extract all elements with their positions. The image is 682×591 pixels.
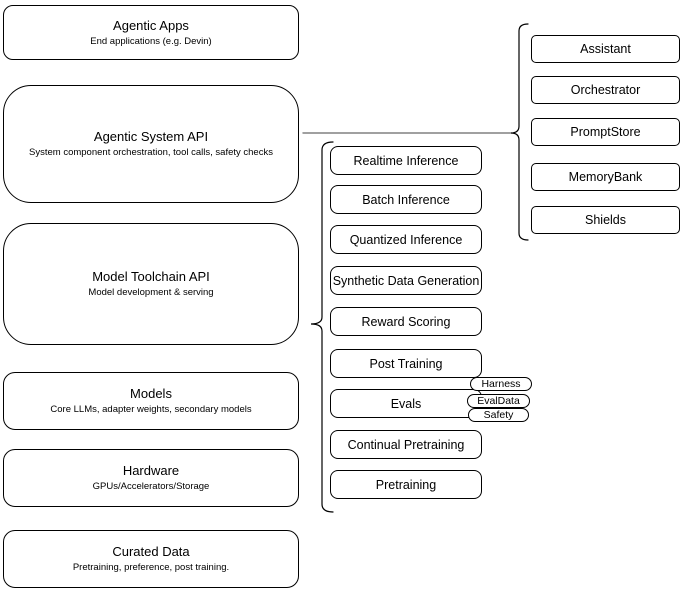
eval-tag-label: Harness [481, 378, 521, 390]
layer-box-models: Models Core LLMs, adapter weights, secon… [3, 372, 299, 430]
layer-box-model-toolchain-api: Model Toolchain API Model development & … [3, 223, 299, 345]
eval-tag-harness: Harness [470, 377, 532, 391]
component-label: Orchestrator [570, 83, 641, 97]
layer-subtitle: GPUs/Accelerators/Storage [92, 481, 210, 492]
component-box-shields: Shields [531, 206, 680, 234]
toolchain-label: Synthetic Data Generation [332, 273, 480, 288]
layer-title: Hardware [122, 463, 180, 478]
layer-subtitle: Core LLMs, adapter weights, secondary mo… [50, 404, 252, 415]
toolchain-box-synthetic-data-generation: Synthetic Data Generation [330, 266, 482, 295]
toolchain-label: Evals [390, 396, 422, 411]
toolchain-box-batch-inference: Batch Inference [330, 185, 482, 214]
toolchain-label: Quantized Inference [349, 232, 463, 247]
layer-title: Model Toolchain API [92, 269, 210, 284]
eval-tag-label: EvalData [477, 395, 520, 407]
layer-subtitle: End applications (e.g. Devin) [90, 35, 212, 47]
toolchain-label: Realtime Inference [353, 153, 459, 168]
component-label: Shields [585, 213, 626, 227]
layer-box-agentic-apps: Agentic Apps End applications (e.g. Devi… [3, 5, 299, 60]
toolchain-label: Reward Scoring [361, 314, 451, 329]
toolchain-label: Pretraining [375, 477, 437, 492]
toolchain-label: Batch Inference [362, 192, 450, 207]
layer-box-hardware: Hardware GPUs/Accelerators/Storage [3, 449, 299, 507]
toolchain-box-evals: Evals [330, 389, 482, 418]
eval-tag-label: Safety [483, 409, 514, 421]
toolchain-label: Post Training [369, 356, 443, 371]
component-box-orchestrator: Orchestrator [531, 76, 680, 104]
component-box-promptstore: PromptStore [531, 118, 680, 146]
layer-box-agentic-system-api: Agentic System API System component orch… [3, 85, 299, 203]
layer-title: Curated Data [112, 544, 190, 559]
toolchain-box-reward-scoring: Reward Scoring [330, 307, 482, 336]
toolchain-label: Continual Pretraining [347, 437, 465, 452]
toolchain-box-post-training: Post Training [330, 349, 482, 378]
layer-title: Agentic Apps [113, 17, 189, 33]
layer-subtitle: Pretraining, preference, post training. [72, 562, 230, 573]
toolchain-box-pretraining: Pretraining [330, 470, 482, 499]
component-label: MemoryBank [568, 170, 643, 184]
toolchain-box-quantized-inference: Quantized Inference [330, 225, 482, 254]
component-label: PromptStore [570, 125, 641, 139]
component-label: Assistant [580, 42, 631, 56]
layer-title: Models [130, 386, 172, 401]
layer-subtitle: Model development & serving [88, 287, 214, 298]
components-brace [510, 23, 529, 241]
component-box-assistant: Assistant [531, 35, 680, 63]
eval-tag-evaldata: EvalData [467, 394, 530, 408]
component-box-memorybank: MemoryBank [531, 163, 680, 191]
layer-box-curated-data: Curated Data Pretraining, preference, po… [3, 530, 299, 588]
toolchain-box-realtime-inference: Realtime Inference [330, 146, 482, 175]
toolchain-box-continual-pretraining: Continual Pretraining [330, 430, 482, 459]
layer-title: Agentic System API [93, 129, 209, 144]
eval-tag-safety: Safety [468, 408, 529, 422]
layer-subtitle: System component orchestration, tool cal… [29, 147, 273, 158]
